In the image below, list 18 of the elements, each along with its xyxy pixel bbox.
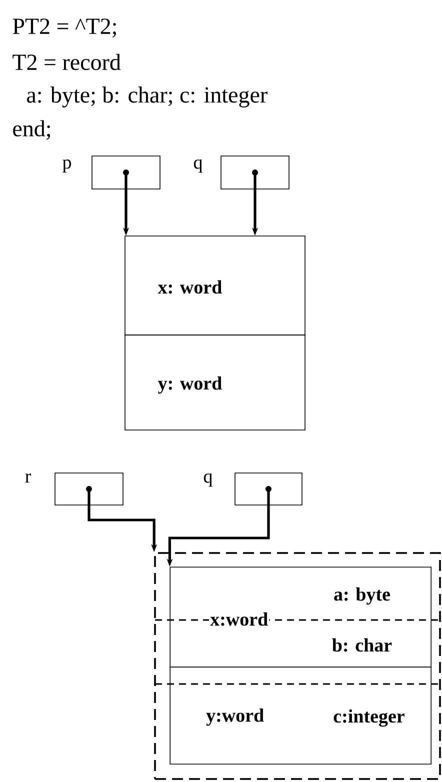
- record-outline: [154, 552, 441, 780]
- record-cell: y: word: [124, 334, 306, 430]
- pointer-box: [54, 472, 124, 506]
- variable-name: p: [62, 160, 71, 172]
- field-label: c:integer: [334, 709, 404, 727]
- variable-name: r: [25, 474, 31, 482]
- code-line: T2 = record: [12, 54, 121, 70]
- code-line: end;: [13, 120, 50, 140]
- pointer-box: [234, 472, 302, 506]
- pointer-box: [220, 156, 290, 190]
- pointer-box: [92, 156, 160, 190]
- field-label: b: char: [332, 638, 392, 652]
- record-cell: x: word: [124, 236, 306, 336]
- variable-name: q: [204, 473, 212, 487]
- code-line: PT2 = ^T2;: [12, 18, 116, 38]
- code-line: a: byte; b: char; c: integer: [27, 86, 268, 108]
- field-label: a: byte: [334, 587, 390, 605]
- variable-name: q: [194, 159, 202, 173]
